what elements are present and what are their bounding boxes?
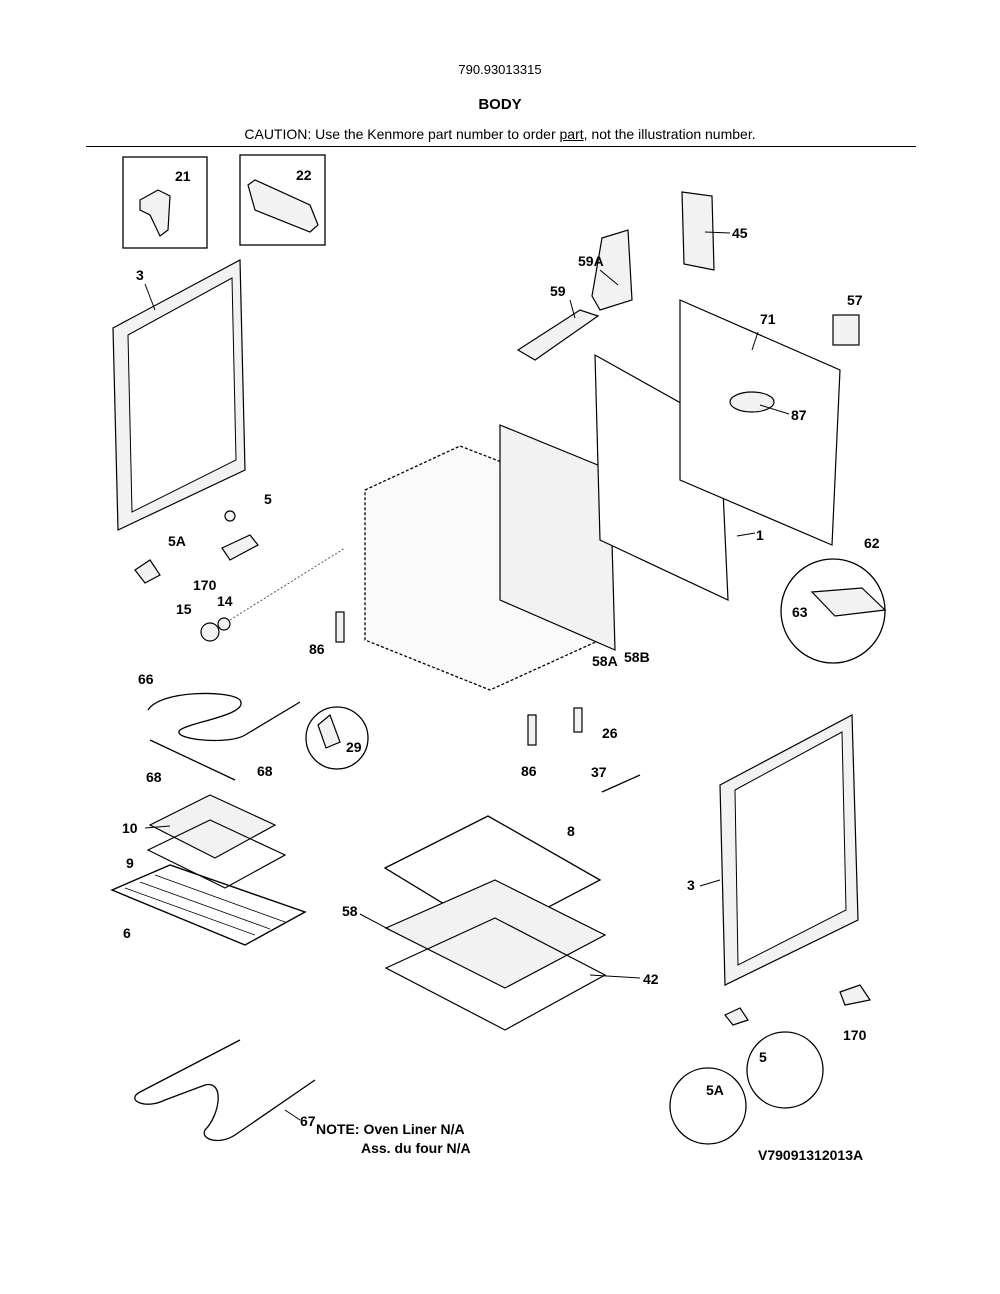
label-63: 63	[792, 604, 808, 620]
part-29	[317, 713, 341, 749]
label-68-b: 68	[257, 763, 273, 779]
screw-5-left	[224, 510, 236, 522]
model-number: 790.93013315	[458, 62, 542, 77]
door-window-right	[734, 731, 847, 966]
label-66: 66	[138, 671, 154, 687]
header-divider	[86, 146, 916, 147]
page-title: BODY	[478, 96, 522, 113]
label-6: 6	[123, 925, 131, 941]
bracket-26	[573, 707, 583, 733]
drawer-bottom-42	[384, 917, 607, 1031]
bracket-86-right	[527, 714, 537, 746]
label-9: 9	[126, 855, 134, 871]
label-86-right: 86	[521, 763, 537, 779]
label-10: 10	[122, 820, 138, 836]
broil-element-67	[134, 1039, 316, 1142]
label-15: 15	[176, 601, 192, 617]
label-22: 22	[296, 167, 312, 183]
inset-box-22	[239, 154, 326, 246]
caution-text: CAUTION: Use the Kenmore part number to …	[0, 126, 1000, 142]
label-62: 62	[864, 535, 880, 551]
label-8: 8	[567, 823, 575, 839]
label-86-left: 86	[309, 641, 325, 657]
label-58a: 58A	[592, 653, 618, 669]
gasket-87	[729, 391, 775, 413]
bracket-86-left	[335, 611, 345, 643]
callout-labels: 21 22 3 5 5A 170 15 14 66 68 68 86 29 86…	[122, 167, 880, 1129]
insulation-58a	[499, 424, 616, 651]
caution-suffix: , not the illustration number.	[583, 126, 756, 142]
duct-59a	[591, 229, 633, 311]
note-line-1: NOTE: Oven Liner N/A	[316, 1121, 465, 1137]
bracket-part-21	[139, 189, 171, 237]
sensor-37	[601, 774, 641, 793]
hinge-170-left	[221, 534, 259, 561]
label-87: 87	[791, 407, 807, 423]
diagram-code: V79091312013A	[758, 1147, 864, 1163]
label-57: 57	[847, 292, 863, 308]
terminal-block-62	[810, 587, 887, 617]
label-42: 42	[643, 971, 659, 987]
label-3-left: 3	[136, 267, 144, 283]
socket-14	[217, 617, 231, 631]
wire-68	[149, 739, 236, 781]
caution-part-link[interactable]: part	[559, 126, 584, 142]
label-68-a: 68	[146, 769, 162, 785]
hinge-170-right	[839, 984, 871, 1006]
hinge-5a-left	[134, 559, 161, 584]
label-170-left: 170	[193, 577, 217, 593]
label-3-right: 3	[687, 877, 695, 893]
oven-rack-6	[110, 864, 307, 946]
inset-circle-29	[305, 706, 369, 770]
label-5-right: 5	[759, 1049, 767, 1065]
hinge-5a-right	[724, 1007, 749, 1026]
terminal-block-inset	[780, 558, 886, 664]
label-58b: 58B	[624, 649, 650, 665]
label-59a: 59A	[578, 253, 604, 269]
back-cover-71	[679, 299, 841, 546]
duct-59	[516, 309, 600, 361]
leader-lines	[144, 231, 790, 1121]
label-29: 29	[346, 739, 362, 755]
vent-45	[681, 191, 715, 271]
note-line-2: Ass. du four N/A	[361, 1140, 471, 1156]
label-1: 1	[756, 527, 764, 543]
bake-element-66	[147, 692, 301, 742]
leader-14	[229, 547, 346, 621]
hinge-inset-5	[746, 1031, 824, 1109]
label-170-right: 170	[843, 1027, 867, 1043]
label-14: 14	[217, 593, 233, 609]
label-5a-left: 5A	[168, 533, 186, 549]
hinge-inset-5a	[669, 1067, 747, 1145]
insulation-58	[384, 879, 607, 989]
door-window-left	[127, 277, 237, 513]
label-21: 21	[175, 168, 191, 184]
label-71: 71	[760, 311, 776, 327]
label-59: 59	[550, 283, 566, 299]
label-58: 58	[342, 903, 358, 919]
label-37: 37	[591, 764, 607, 780]
inset-box-21	[122, 156, 208, 249]
lamp-15	[200, 622, 220, 642]
label-26: 26	[602, 725, 618, 741]
label-5a-right: 5A	[706, 1082, 724, 1098]
label-45: 45	[732, 225, 748, 241]
label-67: 67	[300, 1113, 316, 1129]
bracket-part-22	[247, 179, 319, 233]
broiler-insert-10	[148, 794, 277, 859]
bracket-57	[832, 314, 860, 346]
rack-wires	[124, 874, 286, 936]
label-5-left: 5	[264, 491, 272, 507]
caution-prefix: CAUTION: Use the Kenmore part number to …	[244, 126, 560, 142]
